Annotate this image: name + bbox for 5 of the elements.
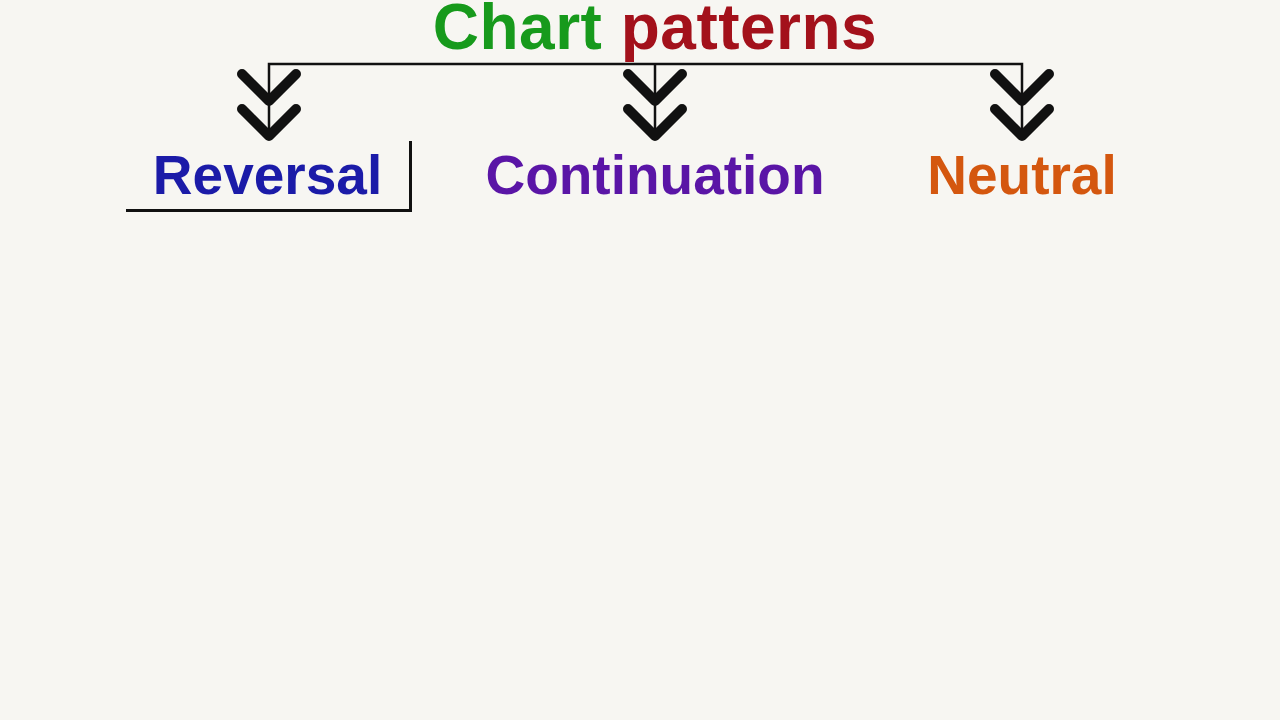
category-heading: Reversal [152,148,383,203]
title-heading: Chart patterns [432,0,878,64]
category-heading: Continuation [485,141,825,204]
framed-panel [126,141,412,212]
category-heading: Neutral [927,141,1117,204]
